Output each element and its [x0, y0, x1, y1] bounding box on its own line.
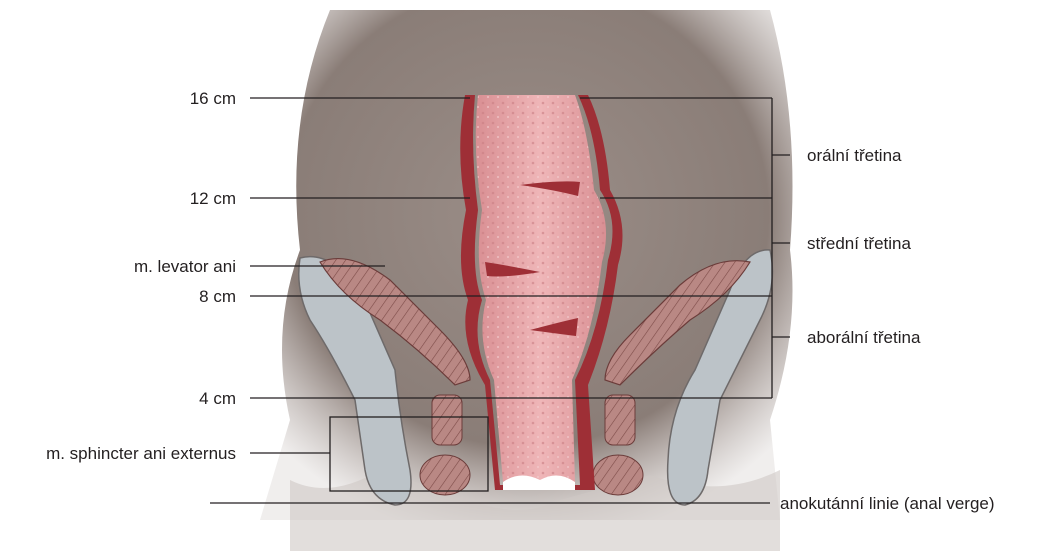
label-anal-verge: anokutánní linie (anal verge) — [780, 494, 995, 513]
label-sphincter-ani-externus: m. sphincter ani externus — [46, 444, 236, 463]
label-aboral-third: aborální třetina — [807, 328, 921, 347]
label-12cm: 12 cm — [190, 189, 236, 208]
label-8cm: 8 cm — [199, 287, 236, 306]
label-16cm: 16 cm — [190, 89, 236, 108]
label-oral-third: orální třetina — [807, 146, 902, 165]
label-middle-third: střední třetina — [807, 234, 911, 253]
label-levator-ani: m. levator ani — [134, 257, 236, 276]
label-4cm: 4 cm — [199, 389, 236, 408]
